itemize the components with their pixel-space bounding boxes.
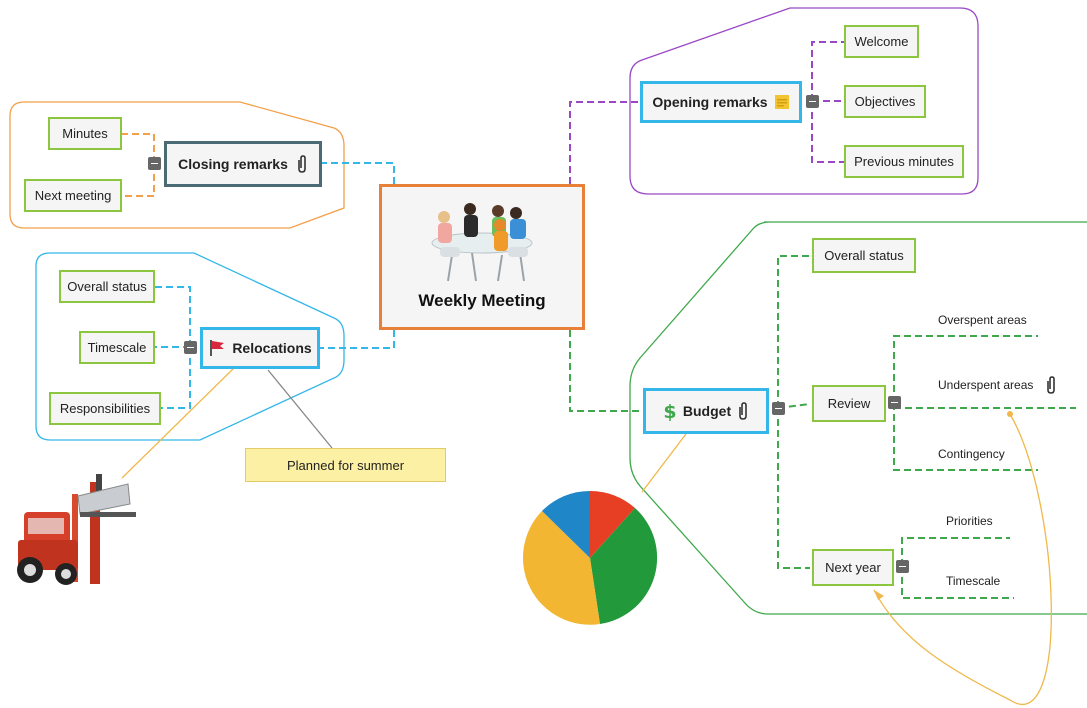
paperclip-icon bbox=[296, 154, 308, 174]
relocations-collapse-button[interactable] bbox=[184, 341, 197, 354]
relocations-child-timescale[interactable]: Timescale bbox=[79, 331, 155, 364]
pie-chart-image bbox=[522, 490, 658, 625]
paperclip-icon bbox=[1045, 375, 1057, 395]
opening-remarks-label: Opening remarks bbox=[652, 94, 768, 110]
budget-next-year-topic[interactable]: Next year bbox=[812, 549, 894, 586]
relocations-child-overall-status[interactable]: Overall status bbox=[59, 270, 155, 303]
relocations-label: Relocations bbox=[232, 340, 312, 356]
closing-boundary bbox=[9, 101, 345, 229]
relocations-topic[interactable]: Relocations bbox=[200, 327, 320, 369]
sticky-note-icon bbox=[774, 94, 790, 110]
review-collapse-button[interactable] bbox=[888, 396, 901, 409]
budget-boundary bbox=[629, 221, 1087, 615]
planned-for-summer-callout[interactable]: Planned for summer bbox=[245, 448, 446, 482]
paperclip-icon bbox=[737, 401, 749, 421]
opening-child-objectives[interactable]: Objectives bbox=[844, 85, 926, 118]
budget-child-overall-status[interactable]: Overall status bbox=[812, 238, 916, 273]
closing-remarks-label: Closing remarks bbox=[178, 156, 288, 172]
underspent-areas-label: Underspent areas bbox=[938, 378, 1034, 392]
flag-icon bbox=[208, 339, 226, 357]
opening-child-welcome[interactable]: Welcome bbox=[844, 25, 919, 58]
closing-collapse-button[interactable] bbox=[148, 157, 161, 170]
review-child-contingency[interactable]: Contingency bbox=[938, 447, 1005, 461]
next-year-collapse-button[interactable] bbox=[896, 560, 909, 573]
budget-label: Budget bbox=[682, 403, 732, 419]
closing-child-next-meeting[interactable]: Next meeting bbox=[24, 179, 122, 212]
meeting-people-image bbox=[431, 203, 533, 282]
opening-child-previous-minutes[interactable]: Previous minutes bbox=[844, 145, 964, 178]
relocations-child-responsibilities[interactable]: Responsibilities bbox=[49, 392, 161, 425]
budget-review-topic[interactable]: Review bbox=[812, 385, 886, 422]
relationship-arrow bbox=[873, 413, 1052, 705]
closing-child-minutes[interactable]: Minutes bbox=[48, 117, 122, 150]
opening-boundary bbox=[629, 7, 979, 195]
relocations-boundary bbox=[35, 252, 345, 441]
central-title: Weekly Meeting bbox=[418, 291, 546, 310]
dollar-icon: $ bbox=[663, 400, 677, 422]
opening-collapse-button[interactable] bbox=[806, 95, 819, 108]
next-year-child-timescale[interactable]: Timescale bbox=[946, 574, 1001, 588]
svg-text:$: $ bbox=[663, 401, 676, 422]
closing-remarks-topic[interactable]: Closing remarks bbox=[164, 141, 322, 187]
forklift-image bbox=[17, 474, 136, 585]
next-year-child-priorities[interactable]: Priorities bbox=[946, 514, 993, 528]
budget-collapse-button[interactable] bbox=[772, 402, 785, 415]
central-topic[interactable]: Weekly Meeting bbox=[379, 184, 585, 330]
budget-topic[interactable]: $ Budget bbox=[643, 388, 769, 434]
review-child-underspent-areas[interactable]: Underspent areas bbox=[938, 375, 1057, 395]
opening-remarks-topic[interactable]: Opening remarks bbox=[640, 81, 802, 123]
review-child-overspent-areas[interactable]: Overspent areas bbox=[938, 313, 1027, 327]
